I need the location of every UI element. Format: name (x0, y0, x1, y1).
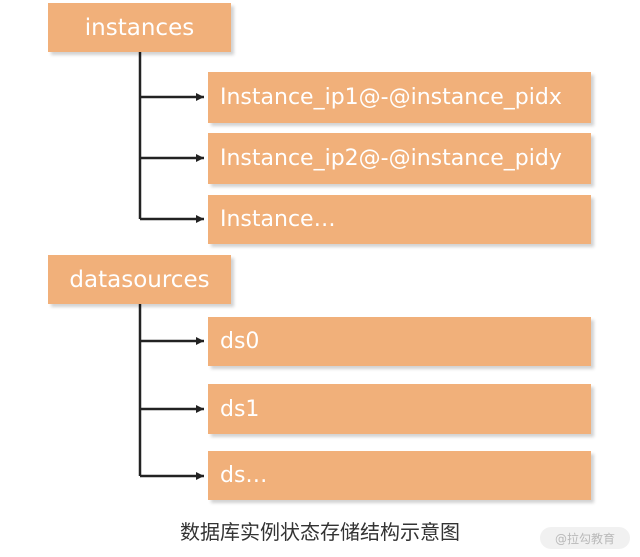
ds0-node: ds0 (208, 317, 591, 366)
diagram-caption: 数据库实例状态存储结构示意图 (180, 520, 460, 544)
instance-ip1-node: Instance_ip1@-@instance_pidx (208, 72, 591, 123)
watermark-logo: @拉勾教育 (540, 527, 630, 549)
ds-more-node: ds… (208, 451, 591, 500)
instance-ip2-node: Instance_ip2@-@instance_pidy (208, 133, 591, 184)
datasources-node: datasources (48, 255, 231, 304)
instances-node: instances (48, 3, 231, 52)
instance-more-node: Instance… (208, 195, 591, 244)
ds1-node: ds1 (208, 384, 591, 434)
